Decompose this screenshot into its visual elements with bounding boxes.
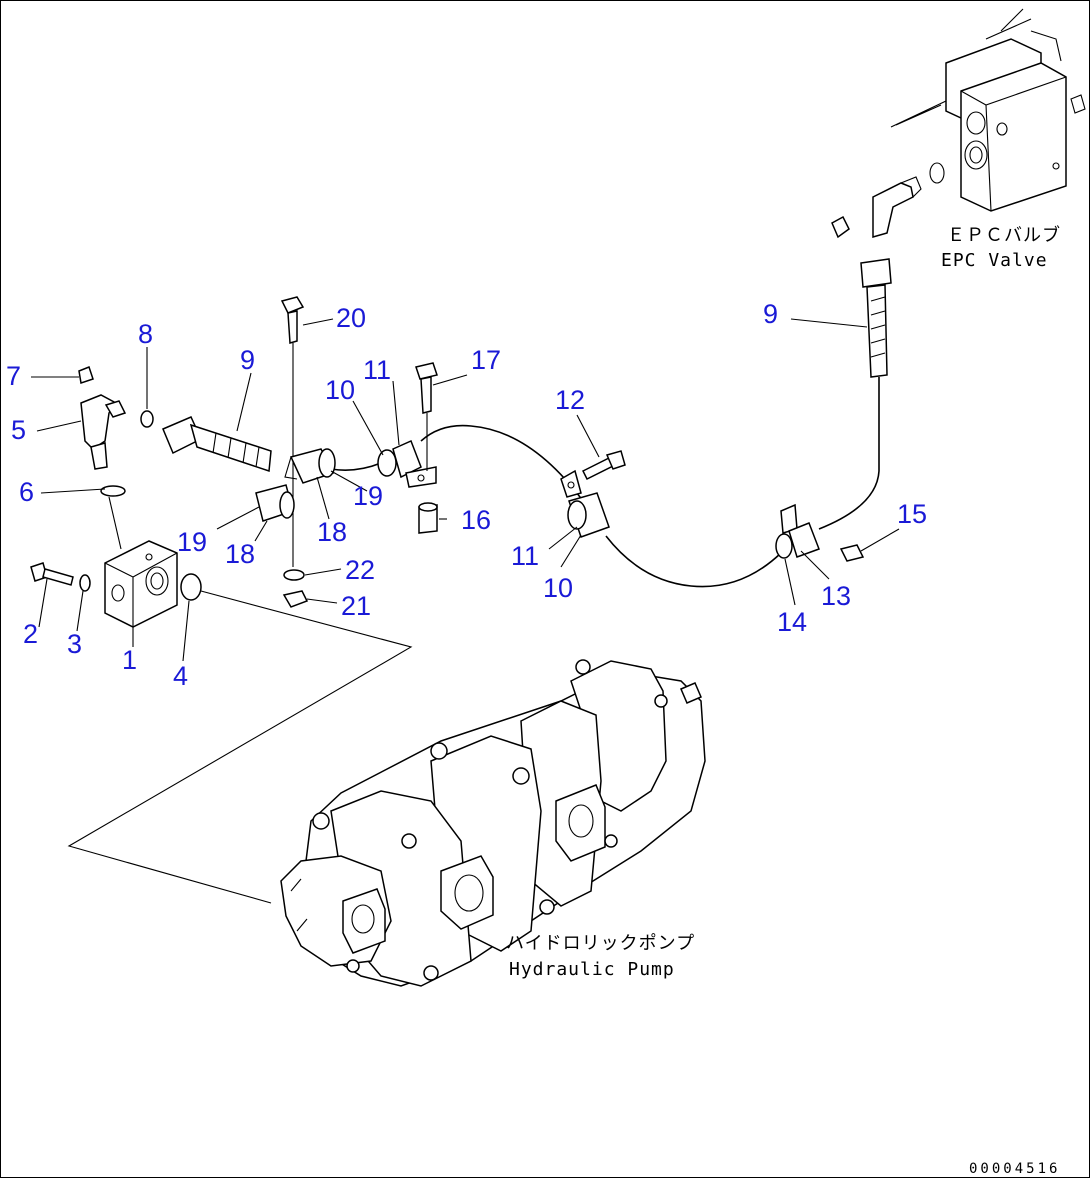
callout-11-center: 11 (511, 541, 539, 571)
callout-12: 12 (555, 385, 585, 415)
epc-valve-label-jp: ＥＰＣバルブ (947, 224, 1061, 246)
hydraulic-pump (280, 659, 706, 987)
clamp-left-bracket (377, 439, 437, 488)
bolt-2 (30, 562, 74, 586)
callout-numbers: 20 8 9 7 5 6 2 3 1 4 19 18 10 11 17 19 1… (6, 299, 927, 691)
o-ring-6 (100, 485, 126, 497)
tube-lower-right (605, 535, 782, 588)
washer-3 (79, 574, 91, 592)
callout-15: 15 (897, 499, 927, 529)
callout-18-left: 18 (225, 539, 255, 569)
clamp-upper (284, 448, 336, 484)
block-1 (104, 540, 178, 628)
elbow-fitting-top (831, 176, 922, 239)
o-ring-8 (140, 410, 154, 428)
callout-5: 5 (11, 415, 26, 445)
nut-7 (78, 366, 94, 384)
callout-22: 22 (345, 555, 375, 585)
callout-3: 3 (67, 629, 82, 659)
spacer-16 (418, 502, 438, 534)
clamp-lower (255, 484, 295, 522)
callout-10-left: 10 (325, 375, 355, 405)
callout-19-left: 19 (177, 527, 207, 557)
clamp-center (560, 469, 610, 538)
bolt-20 (280, 296, 305, 567)
hose-9-left (162, 416, 272, 473)
o-ring-4 (180, 573, 202, 601)
callout-8: 8 (138, 319, 153, 349)
pump-connection-line (67, 590, 413, 904)
epc-valve (890, 8, 1086, 212)
callout-20: 20 (336, 303, 366, 333)
pump-label-jp: ハイドロリックポンプ (506, 933, 695, 954)
callout-17: 17 (471, 345, 501, 375)
tube-upper-middle (420, 424, 584, 502)
callout-11-left: 11 (363, 355, 391, 385)
callout-4: 4 (173, 661, 188, 691)
callout-19-right: 19 (353, 481, 383, 511)
callout-9-right: 9 (763, 299, 778, 329)
bolt-12 (581, 450, 626, 481)
bolt-17 (415, 362, 438, 471)
callout-6: 6 (19, 477, 34, 507)
leader-lines (31, 318, 900, 662)
nut-15 (839, 544, 865, 562)
callout-21: 21 (341, 591, 371, 621)
callout-18-right: 18 (317, 517, 347, 547)
elbow-5 (80, 394, 127, 470)
callout-16: 16 (461, 505, 491, 535)
callout-1: 1 (122, 645, 137, 675)
washer-22 (283, 569, 305, 581)
callout-9-left: 9 (240, 345, 255, 375)
clamp-right (775, 503, 820, 559)
callout-7: 7 (6, 361, 21, 391)
callout-14: 14 (777, 607, 807, 637)
drawing-code: 00004516 (969, 1161, 1060, 1177)
tube-short-left (330, 462, 382, 471)
pump-label-en: Hydraulic Pump (509, 959, 675, 980)
hose-9-right (818, 258, 892, 530)
epc-valve-label-en: EPC Valve (941, 250, 1048, 271)
nut-21 (282, 590, 309, 608)
callout-2: 2 (23, 619, 38, 649)
callout-10-center: 10 (543, 573, 573, 603)
callout-13: 13 (821, 581, 851, 611)
